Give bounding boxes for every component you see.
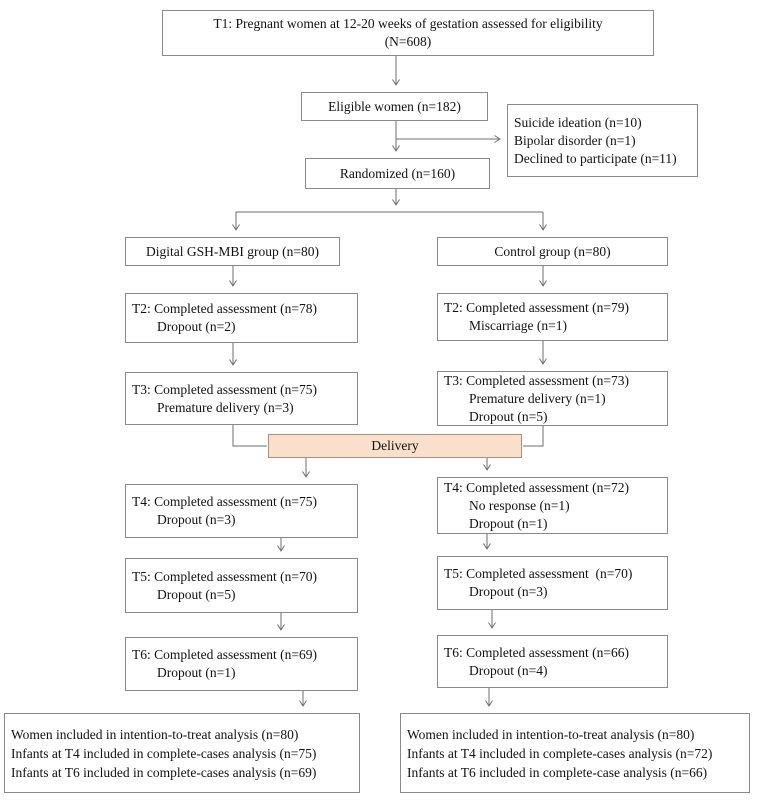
box-text-line: Dropout (n=5) [157, 586, 236, 602]
box-text-line: (N=608) [384, 34, 432, 49]
box-t2-left: T2: Completed assessment (n=78) Dropout … [125, 293, 358, 343]
box-t6-right: T6: Completed assessment (n=66) Dropout … [437, 635, 668, 688]
box-text-line: Bipolar disorder (n=1) [514, 132, 636, 148]
box-text-line: Digital GSH-MBI group (n=80) [146, 243, 319, 259]
box-text-line: Dropout (n=1) [469, 515, 548, 531]
box-t4-left: T4: Completed assessment (n=75) Dropout … [125, 484, 358, 538]
box-text-line: T4: Completed assessment (n=72) [444, 479, 629, 495]
box-text-line: Eligible women (n=182) [328, 98, 461, 114]
box-text-line: Premature delivery (n=1) [469, 390, 606, 406]
box-group-digital-gsh-mbi: Digital GSH-MBI group (n=80) [125, 237, 340, 266]
box-text-line: T2: Completed assessment (n=79) [444, 300, 629, 315]
box-text-line: T4: Completed assessment (n=75) [132, 494, 317, 509]
box-t3-right: T3: Completed assessment (n=73) Prematur… [437, 371, 668, 426]
box-text-line: Infants at T6 included in complete-cases… [11, 764, 317, 780]
box-exclusions: Suicide ideation (n=10) Bipolar disorder… [507, 104, 698, 177]
box-text-line: T2: Completed assessment (n=78) [132, 301, 317, 316]
box-t4-right: T4: Completed assessment (n=72) No respo… [437, 477, 668, 534]
box-text-line: T3: Completed assessment (n=75) [132, 381, 317, 397]
box-text-line: Dropout (n=4) [469, 662, 548, 678]
box-t3-left: T3: Completed assessment (n=75) Prematur… [125, 372, 358, 425]
box-text-line: T5: Completed assessment (n=70) [444, 566, 633, 581]
box-text-line: No response (n=1) [469, 497, 570, 513]
box-text-line: Control group (n=80) [494, 243, 611, 259]
box-t5-left: T5: Completed assessment (n=70) Dropout … [125, 558, 358, 613]
box-t2-right: T2: Completed assessment (n=79) Miscarri… [437, 293, 668, 341]
box-text-line: T6: Completed assessment (n=69) [132, 647, 317, 662]
box-text-line: Dropout (n=3) [469, 584, 548, 599]
box-group-control: Control group (n=80) [437, 237, 668, 266]
box-text-line: Women included in intention-to-treat ana… [11, 726, 299, 742]
box-text-line: T5: Completed assessment (n=70) [132, 568, 317, 584]
connector-t3R-to-delivery [523, 426, 544, 447]
box-text-line: Dropout (n=1) [157, 665, 236, 680]
box-text-line: Dropout (n=3) [157, 512, 236, 527]
box-text-line: Suicide ideation (n=10) [514, 114, 642, 130]
box-text-line: Dropout (n=2) [157, 319, 236, 334]
box-text-line: T3: Completed assessment (n=73) [444, 372, 629, 388]
box-text-line: Delivery [371, 438, 419, 453]
box-final-analysis-right: Women included in intention-to-treat ana… [400, 713, 750, 793]
box-text-line: Women included in intention-to-treat ana… [407, 726, 695, 742]
box-t1-eligibility-assessed: T1: Pregnant women at 12-20 weeks of ges… [162, 10, 654, 56]
box-text-line: Infants at T4 included in complete-cases… [11, 745, 317, 761]
box-text-line: Randomized (n=160) [339, 165, 456, 181]
box-text-line: Miscarriage (n=1) [469, 318, 567, 333]
box-text-line: Infants at T4 included in complete-cases… [407, 745, 713, 761]
box-t5-right: T5: Completed assessment (n=70) Dropout … [437, 556, 668, 610]
box-text-line: T1: Pregnant women at 12-20 weeks of ges… [213, 16, 603, 31]
box-text-line: Dropout (n=5) [469, 408, 548, 424]
box-final-analysis-left: Women included in intention-to-treat ana… [4, 713, 360, 793]
box-text-line: Infants at T6 included in complete-case … [407, 764, 708, 780]
box-eligible-women: Eligible women (n=182) [301, 92, 488, 121]
box-delivery: Delivery [268, 434, 522, 458]
box-randomized: Randomized (n=160) [305, 158, 490, 189]
box-text-line: Declined to participate (n=11) [514, 150, 677, 166]
box-t6-left: T6: Completed assessment (n=69) Dropout … [125, 637, 358, 691]
box-text-line: T6: Completed assessment (n=66) [444, 644, 629, 660]
connector-t3L-to-delivery [232, 425, 267, 447]
box-text-line: Premature delivery (n=3) [157, 399, 294, 415]
